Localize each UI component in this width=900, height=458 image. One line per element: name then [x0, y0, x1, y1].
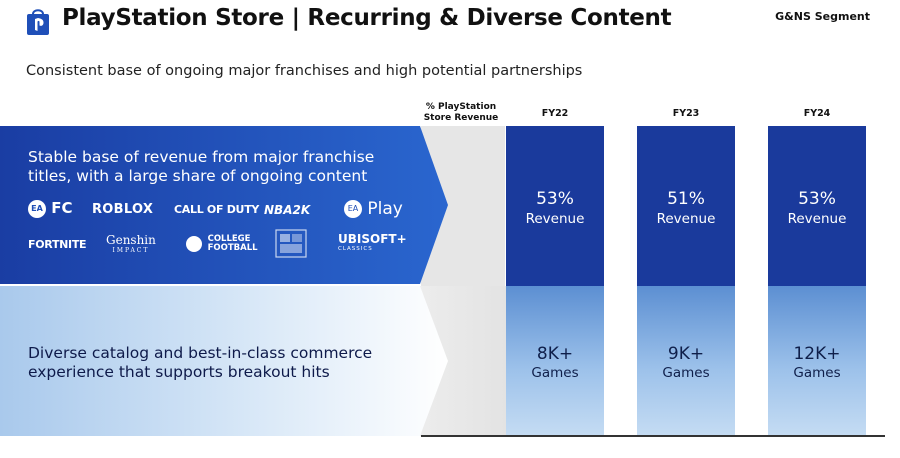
catalog-description: Diverse catalog and best-in-class commer…	[28, 344, 373, 381]
revenue-percent: 53%	[798, 189, 836, 209]
fy23-label: FY23	[672, 108, 700, 119]
top-band-arrow	[0, 126, 448, 284]
revenue-label: Revenue	[656, 211, 716, 227]
column-header-label: % PlayStation Store Revenue	[423, 102, 499, 123]
baseline-divider	[421, 435, 885, 437]
fortnite-logo: FORTNITE	[28, 238, 87, 251]
revenue-bar-segment	[768, 126, 866, 286]
catalog-bar-segment	[637, 286, 735, 436]
franchise-description: Stable base of revenue from major franch…	[28, 148, 375, 185]
genshin-impact-logo: Genshin IMPACT	[106, 233, 156, 254]
call-of-duty-logo: CALL OF DUTY	[174, 203, 260, 216]
fy24-label: FY24	[803, 108, 831, 119]
revenue-label: Revenue	[525, 211, 585, 227]
revenue-bar-segment	[637, 126, 735, 286]
revenue-percent: 51%	[667, 189, 705, 209]
roblox-logo: ROBLOX	[92, 202, 154, 217]
games-label: Games	[531, 365, 579, 381]
bottom-band-arrow	[0, 286, 448, 436]
fy22-column: 53% Revenue 8K+ Games	[506, 126, 604, 436]
page-title: PlayStation Store | Recurring & Diverse …	[62, 5, 672, 31]
fy22-label: FY22	[541, 108, 569, 119]
header: PlayStation Store | Recurring & Diverse …	[0, 0, 900, 50]
catalog-bar-segment	[768, 286, 866, 436]
fy24-column: 53% Revenue 12K+ Games	[768, 126, 866, 436]
games-label: Games	[793, 365, 841, 381]
gta-v-logo	[275, 229, 307, 258]
fy23-column: 51% Revenue 9K+ Games	[637, 126, 735, 436]
revenue-percent: 53%	[536, 189, 574, 209]
ea-play-logo: EA Play	[344, 199, 403, 219]
ubisoft-plus-classics-logo: UBISOFT+ CLASSICS	[338, 232, 407, 252]
ea-sports-fc-logo: EA FC	[28, 199, 73, 218]
nba2k-logo: NBA2K	[264, 203, 311, 217]
games-count: 8K+	[536, 344, 574, 364]
revenue-bar-segment	[506, 126, 604, 286]
segment-label: G&NS Segment	[775, 10, 870, 23]
playstation-store-bag-icon	[27, 9, 49, 35]
college-football-logo: COLLEGE FOOTBALL	[186, 233, 258, 253]
catalog-bar-segment	[506, 286, 604, 436]
games-count: 12K+	[793, 344, 841, 364]
games-count: 9K+	[667, 344, 705, 364]
page-subtitle: Consistent base of ongoing major franchi…	[26, 63, 583, 79]
revenue-label: Revenue	[787, 211, 847, 227]
games-label: Games	[662, 365, 710, 381]
content-bands	[0, 126, 506, 436]
